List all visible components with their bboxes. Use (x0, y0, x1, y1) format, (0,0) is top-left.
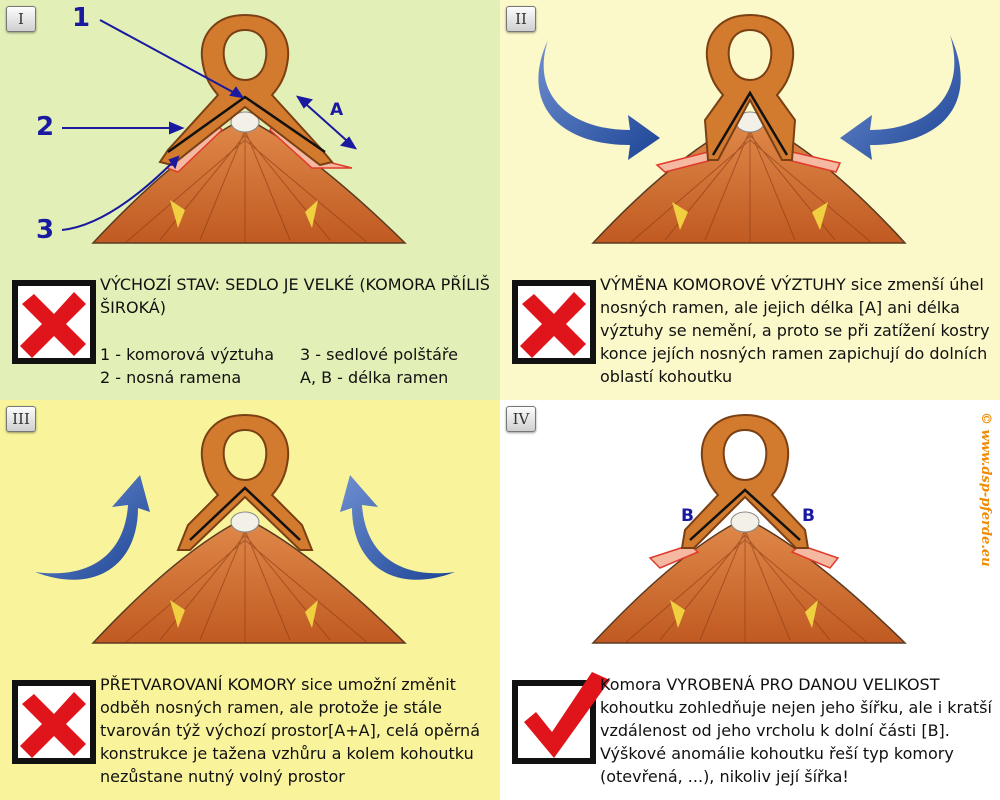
label-b-left: B (681, 506, 694, 526)
panel-description: VÝCHOZÍ STAV: SEDLO JE VELKÉ (KOMORA PŘÍ… (100, 275, 490, 317)
panel-description: Komora VYROBENÁ PRO DANOU VELIKOST kohou… (600, 675, 992, 786)
withers-cross-section (591, 111, 907, 244)
panel-description: PŘETVAROVANÍ KOMORY sice umožní změnit o… (100, 675, 480, 786)
verdict-box (512, 280, 596, 364)
label-b-right: B (802, 506, 815, 526)
panel-number-badge: II (506, 6, 536, 32)
copyright-text: © www.dsp-pferde.eu (978, 412, 993, 567)
verdict-box (12, 680, 96, 764)
panel-gullet-reshaping: III PŘETVAROVANÍ KOMORY sice umožní změn… (0, 400, 500, 800)
red-check-icon (524, 672, 610, 758)
verdict-box (512, 672, 610, 764)
saddle-withers-diagram (61, 13, 407, 244)
red-cross-icon (520, 292, 586, 358)
red-cross-icon (20, 692, 86, 758)
panel-description: VÝMĚNA KOMOROVÉ VÝZTUHY sice zmenší úhel… (600, 275, 990, 386)
saddle-tree (703, 13, 797, 161)
panel-number-badge: IV (506, 406, 536, 432)
label-1: 1 (72, 3, 91, 33)
leader-lines (61, 19, 245, 231)
withers-cross-section (91, 111, 407, 244)
legend-item-2: 2 - nosná ramena (100, 368, 242, 387)
saddle-withers-diagram (35, 413, 455, 644)
panel-number-badge: I (6, 6, 36, 32)
red-cross-icon (20, 292, 86, 358)
withers-cross-section (591, 511, 907, 644)
measure-arrow-a (295, 95, 358, 150)
saddle-tree (158, 13, 334, 167)
legend-item-4: A, B - délka ramen (300, 368, 449, 387)
panel-correct-fit: IV B B Komora VYROBENÁ PRO DANOU VELIKOS… (500, 400, 1000, 800)
panel-initial-state: I 1 2 3 A (0, 0, 500, 400)
panel-gullet-plate-change: II VÝMĚNA KOMOROVÉ VÝZTUHY sice zmenší ú… (500, 0, 1000, 400)
label-a: A (330, 100, 344, 120)
blue-curved-arrow-icon (35, 475, 455, 580)
saddle-tree (176, 413, 314, 551)
legend-item-1: 1 - komorová výztuha (100, 345, 275, 364)
saddle-withers-diagram (538, 13, 961, 244)
blue-curved-arrow-icon (538, 35, 961, 160)
panel-number-badge: III (6, 406, 36, 432)
label-3: 3 (36, 215, 55, 245)
saddle-withers-diagram (591, 413, 907, 644)
label-2: 2 (36, 112, 55, 142)
legend-item-3: 3 - sedlové polštáře (300, 345, 458, 364)
verdict-box (12, 280, 96, 364)
withers-cross-section (91, 511, 407, 644)
copyright-watermark: © www.dsp-pferde.eu (978, 412, 993, 567)
saddle-tree (680, 413, 810, 549)
saddle-pads (648, 544, 840, 569)
